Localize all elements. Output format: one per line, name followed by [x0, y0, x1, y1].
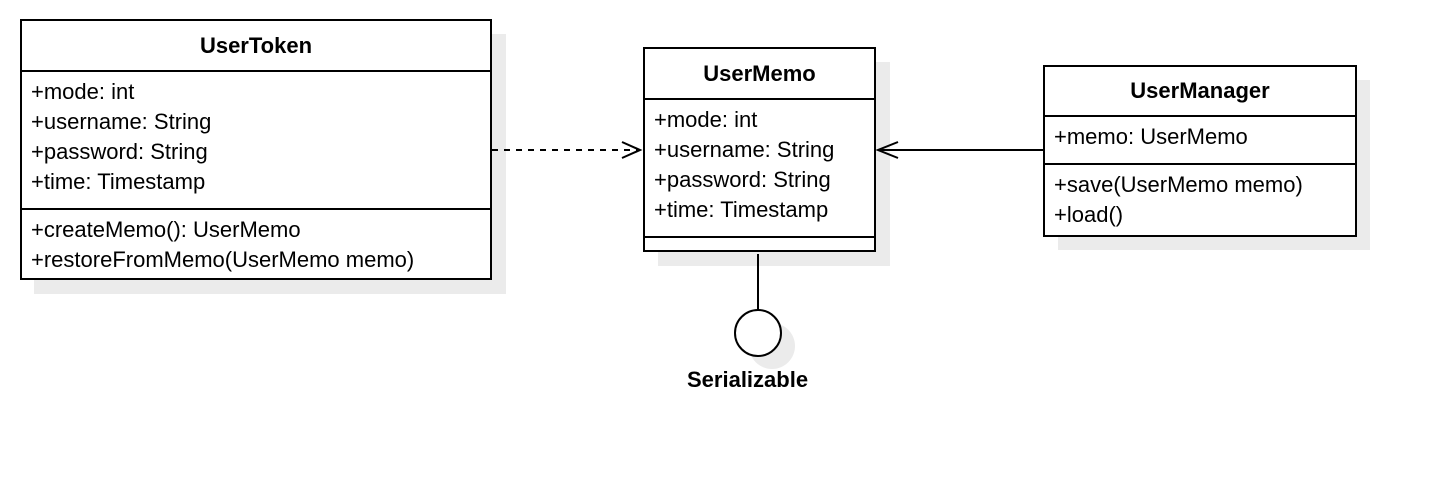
attribute: +username: String: [654, 137, 835, 162]
attribute: +mode: int: [654, 107, 758, 132]
association-arrowhead-icon: [875, 141, 899, 159]
class-user-memo[interactable]: UserMemo +mode: int +username: String +p…: [643, 47, 876, 252]
attributes-section: +memo: UserMemo: [1045, 117, 1355, 163]
attribute: +time: Timestamp: [654, 197, 829, 222]
attribute: +memo: UserMemo: [1054, 124, 1248, 149]
method: +load(): [1054, 202, 1124, 227]
class-name: UserToken: [22, 21, 490, 72]
attribute: +time: Timestamp: [31, 169, 206, 194]
methods-section: +save(UserMemo memo) +load(): [1045, 163, 1355, 230]
attribute: +password: String: [31, 139, 208, 164]
method: +save(UserMemo memo): [1054, 172, 1303, 197]
lollipop-circle-icon: [734, 309, 782, 357]
methods-section-empty: [645, 236, 874, 238]
class-name: UserMemo: [645, 49, 874, 100]
method: +createMemo(): UserMemo: [31, 217, 301, 242]
interface-label: Serializable: [687, 367, 809, 392]
attributes-section: +mode: int +username: String +password: …: [645, 100, 874, 236]
class-user-manager[interactable]: UserManager +memo: UserMemo +save(UserMe…: [1043, 65, 1357, 237]
methods-section: +createMemo(): UserMemo +restoreFromMemo…: [22, 208, 490, 275]
dependency-arrowhead-icon: [621, 141, 643, 159]
method: +restoreFromMemo(UserMemo memo): [31, 247, 415, 272]
class-name: UserManager: [1045, 67, 1355, 117]
attribute: +username: String: [31, 109, 212, 134]
attribute: +mode: int: [31, 79, 135, 104]
attribute: +password: String: [654, 167, 831, 192]
attributes-section: +mode: int +username: String +password: …: [22, 72, 490, 208]
class-user-token[interactable]: UserToken +mode: int +username: String +…: [20, 19, 492, 280]
